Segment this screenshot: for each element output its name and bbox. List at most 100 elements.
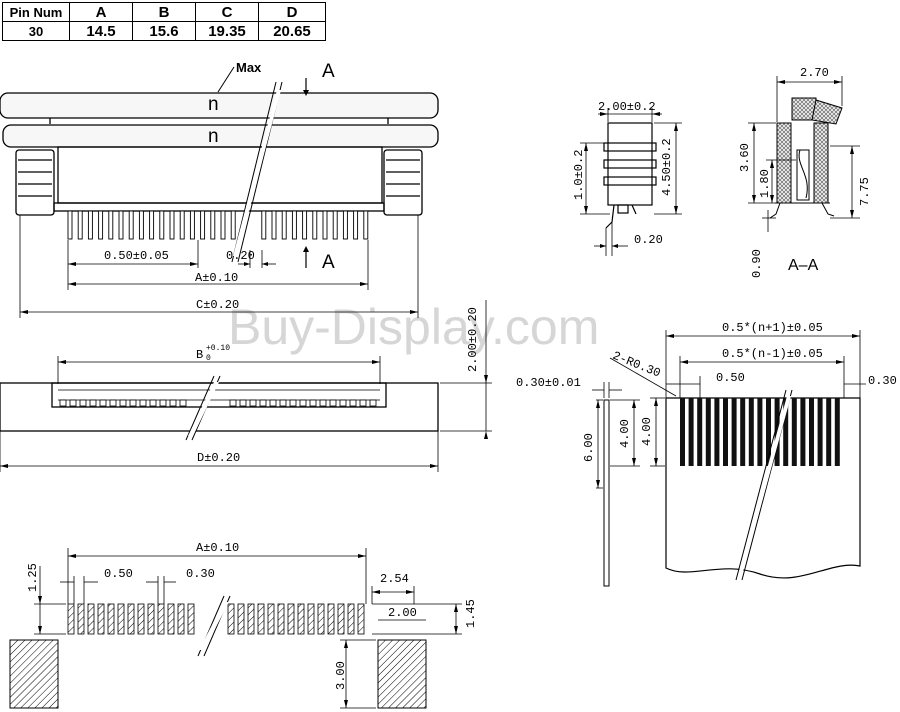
side-width-label: 2.00±0.2 [598,100,656,114]
side-body [607,122,653,206]
mount-pad-right [377,639,427,709]
section-d3-label: 7.75 [858,177,872,206]
contact-pin [210,210,216,240]
footprint-pad [147,603,155,635]
top-contact [249,399,257,407]
top-contact [349,399,357,407]
connector-housing-top [2,124,439,148]
contact-pin [342,210,348,240]
fpc-finger [757,398,763,466]
fpc-break-mask [738,396,791,575]
footprint-pad [137,603,145,635]
footprint-pad [307,603,315,635]
footprint-pad [347,603,355,635]
side-rib-1 [603,142,657,152]
side-rib-2 [603,159,657,169]
footprint-pad [337,603,345,635]
footprint-pad-width-label: 0.30 [186,567,215,581]
contact-pin [67,210,73,240]
front-dim-arrows [20,262,418,314]
footprint-mount-h-label: 3.00 [334,661,348,690]
top-contact [149,399,157,407]
pin-table-cell: 19.35 [195,21,259,41]
fpc-finger [697,398,703,466]
contact-pin [108,210,114,240]
contact-pin [87,210,93,240]
fpc-finger [731,398,737,466]
footprint-pad [317,603,325,635]
top-contact [299,399,307,407]
top-view-contacts [59,399,377,407]
section-dimension-lines [748,76,860,232]
top-contact [339,399,347,407]
section-top-label: 2.70 [800,66,829,80]
top-view-slot [51,382,387,408]
section-wall-left [776,122,792,204]
footprint-pad [97,603,105,635]
pin-table-cell: 20.65 [258,21,326,41]
side-dimension-lines [580,108,682,256]
section-d2-label: 1.80 [758,169,772,198]
right-latch [383,149,423,216]
contact-pin [128,210,134,240]
side-left-height-label: 1.0±0.2 [572,150,586,200]
fpc-thickness-strip [603,399,610,587]
footprint-dim-arrows [38,554,458,708]
footprint-break-mask [199,602,229,650]
fpc-finger [809,398,814,466]
section-a-bottom-label: A [322,252,335,273]
fpc-view [603,389,861,587]
footprint-side-w-label: 2.54 [380,572,409,586]
contact-pin [363,210,369,240]
fpc-height-b-label: 4.00 [618,419,632,448]
fpc-height-c-label: 4.00 [640,417,654,446]
section-marker-top: A [303,61,335,96]
side-dim-arrows [584,112,678,248]
side-tab [617,204,629,214]
contact-pin [220,210,226,240]
fpc-finger [783,398,789,466]
footprint-side-h-label: 2.00 [388,606,417,620]
top-contact [89,399,97,407]
fpc-finger [680,398,685,466]
footprint-dim-a-label: A±0.10 [196,541,239,555]
pin-table-header-row: Pin Num A B C D [2,2,326,22]
top-contact [169,399,177,407]
front-contact-pins [67,210,369,240]
top-contact [269,399,277,407]
section-d4-label: 0.90 [750,249,764,278]
pin-table-cell: 30 [2,21,70,41]
contact-pin [291,210,297,240]
top-contact [369,399,377,407]
contact-pin [118,210,124,240]
side-foot-left [605,204,615,229]
contact-pin [312,210,318,240]
top-contact [279,399,287,407]
pin-dimension-table: Pin Num A B C D 30 14.5 15.6 19.35 20.65 [2,2,326,41]
fpc-height-a-label: 6.00 [582,433,596,462]
side-rib-3 [603,176,657,186]
dim-a-label: A±0.10 [195,271,238,285]
top-contact [229,399,237,407]
section-view-title: A–A [788,257,819,274]
top-contact [139,399,147,407]
contact-pin [98,210,104,240]
fpc-pitch-label: 0.50 [716,371,745,385]
top-contact [329,399,337,407]
pin-width-label: 0.20 [226,249,255,263]
footprint-pad [267,603,275,635]
section-leg-right [821,202,835,217]
fpc-finger [714,398,720,466]
left-latch-ribs [18,159,52,197]
contact-pin [353,210,359,240]
left-latch [15,149,55,216]
section-dim-arrows [752,80,854,218]
footprint-pitch-label: 0.50 [104,567,133,581]
fpc-finger [766,398,771,466]
top-contact [239,399,247,407]
top-contact [109,399,117,407]
footprint-pads [67,603,365,635]
section-lever-tip [811,99,843,125]
footprint-pad [227,603,235,635]
